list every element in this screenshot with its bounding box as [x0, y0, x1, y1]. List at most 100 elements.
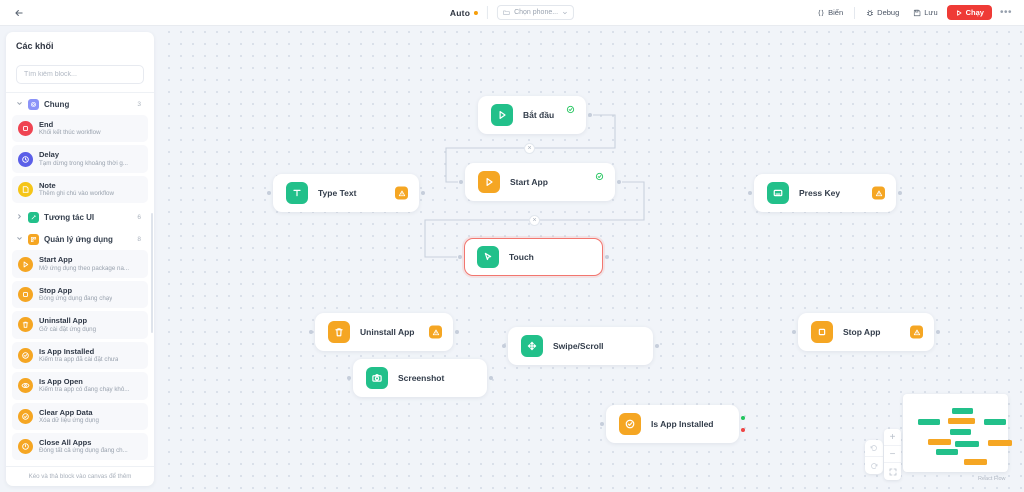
keyboard-icon [767, 182, 789, 204]
flow-node-isinstalled[interactable]: Is App Installed [600, 405, 745, 443]
flow-node-presskey[interactable]: Press Key [748, 174, 902, 212]
input-handle[interactable] [309, 330, 313, 334]
block-name: End [39, 120, 54, 129]
undo-button[interactable] [865, 440, 883, 457]
input-handle[interactable] [267, 191, 271, 195]
folder-icon [503, 10, 510, 15]
block-desc: Kiểm tra app đã cài đặt chưa [39, 356, 119, 363]
output-handle[interactable] [489, 376, 493, 380]
input-handle[interactable] [792, 330, 796, 334]
variables-button[interactable]: Biến [812, 5, 848, 20]
debug-button[interactable]: Debug [861, 5, 904, 20]
flow-node-swipe[interactable]: Swipe/Scroll [502, 327, 659, 365]
unsaved-dot [474, 10, 479, 15]
more-options-button[interactable]: ••• [999, 7, 1012, 18]
output-handle-false[interactable] [741, 427, 745, 432]
warning-badge[interactable] [395, 186, 408, 200]
block-name: Uninstall App [39, 316, 88, 326]
edge-delete-button[interactable]: × [529, 215, 540, 226]
flow-node-touch[interactable]: Touch [458, 238, 609, 276]
back-button[interactable] [8, 2, 30, 24]
input-handle[interactable] [748, 191, 752, 195]
run-label: Chạy [965, 8, 984, 17]
edge-delete-button[interactable]: × [524, 143, 535, 154]
stop-square-icon [811, 321, 833, 343]
minimap[interactable] [903, 394, 1012, 472]
header-center: Auto Chọn phone... [450, 0, 575, 26]
save-button[interactable]: Lưu [908, 5, 942, 20]
flow-node-label: Stop App [843, 327, 881, 337]
input-handle[interactable] [458, 255, 462, 259]
sidebar-footer-hint: Kéo và thả block vào canvas để thêm [6, 466, 154, 486]
flow-node-uninstall[interactable]: Uninstall App [309, 313, 459, 351]
minimap-viewport [910, 403, 1012, 465]
sidebar-scrollbar[interactable] [150, 213, 153, 333]
output-handle[interactable] [455, 330, 459, 334]
zoom-in-button[interactable]: + [884, 429, 901, 446]
block-desc: Thêm ghi chú vào workflow [39, 190, 114, 198]
output-handle[interactable] [655, 344, 659, 348]
output-handle[interactable] [898, 191, 902, 195]
block-name: Is App Open [39, 377, 83, 387]
phone-select[interactable]: Chọn phone... [497, 5, 575, 20]
redo-button[interactable] [865, 457, 883, 474]
run-button[interactable]: Chạy [946, 5, 992, 20]
eye-icon [18, 378, 33, 394]
output-handle-true[interactable] [741, 416, 745, 421]
search-input[interactable] [24, 71, 136, 78]
output-handle[interactable] [588, 113, 592, 117]
block-desc: Đóng ứng dụng đang chạy [39, 295, 113, 303]
flow-node-screenshot[interactable]: Screenshot [347, 359, 493, 397]
stop-square-icon [18, 286, 33, 302]
input-handle[interactable] [600, 422, 604, 426]
fit-view-button[interactable] [884, 463, 901, 480]
history-controls [865, 440, 883, 474]
flow-node-typetext[interactable]: Type Text [267, 174, 425, 212]
input-handle[interactable] [347, 376, 351, 380]
output-handle[interactable] [421, 191, 425, 195]
search-field[interactable] [16, 65, 144, 84]
fit-view-icon [889, 468, 896, 475]
flow-node-startapp[interactable]: Start App [459, 163, 621, 201]
output-handle[interactable] [936, 330, 940, 334]
group-icon [28, 99, 39, 110]
input-handle[interactable] [459, 180, 463, 184]
block-desc: Khối kết thúc workflow [39, 129, 101, 137]
output-handle[interactable] [605, 255, 609, 259]
input-handle[interactable] [502, 344, 506, 348]
warning-badge[interactable] [429, 325, 442, 339]
output-handle[interactable] [617, 180, 621, 184]
sidebar-divider [6, 92, 154, 93]
flow-node-label: Bắt đầu [523, 110, 555, 120]
warning-badge[interactable] [872, 186, 885, 200]
flow-node-label: Uninstall App [360, 327, 415, 337]
flow-node-label: Swipe/Scroll [553, 341, 604, 351]
text-t-icon [286, 182, 308, 204]
block-desc: Kiểm tra app có đang chạy khô... [39, 386, 130, 394]
phone-select-label: Chọn phone... [514, 9, 559, 16]
flow-node-start[interactable]: Bắt đầu [478, 96, 592, 134]
flow-node-stopapp[interactable]: Stop App [792, 313, 940, 351]
warning-badge[interactable] [910, 325, 923, 339]
chevron-down-icon [16, 100, 23, 109]
block-name: Start App [39, 255, 73, 265]
zoom-out-button[interactable]: − [884, 446, 901, 463]
